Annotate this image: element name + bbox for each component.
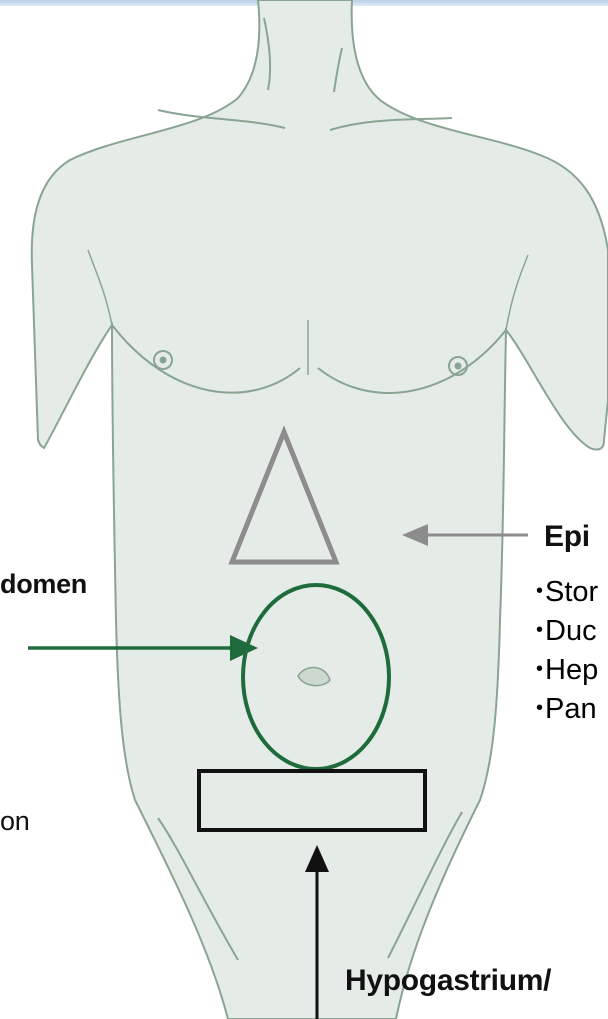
organ-label: Duc — [545, 615, 597, 647]
hypogastric-label: Hypogastrium/ — [345, 964, 551, 998]
umbilical-label: domen — [0, 569, 87, 600]
bullet-icon: • — [536, 619, 543, 641]
organ-item: •Hep — [536, 650, 598, 689]
nipple-right-inner — [455, 363, 462, 370]
organ-item: •Duc — [536, 611, 598, 650]
organ-label: Hep — [545, 654, 598, 686]
bullet-icon: • — [536, 580, 543, 602]
organ-label: Pan — [545, 693, 597, 725]
organ-label: Stor — [545, 576, 598, 608]
organ-item: •Pan — [536, 689, 598, 728]
organ-item: •Stor — [536, 572, 598, 611]
epigastric-label: Epi — [544, 520, 590, 554]
bullet-icon: • — [536, 658, 543, 680]
left-fragment-label: on — [0, 806, 29, 837]
epigastric-organ-list: •Stor •Duc •Hep •Pan — [536, 572, 598, 728]
bullet-icon: • — [536, 697, 543, 719]
nipple-left-inner — [160, 357, 167, 364]
